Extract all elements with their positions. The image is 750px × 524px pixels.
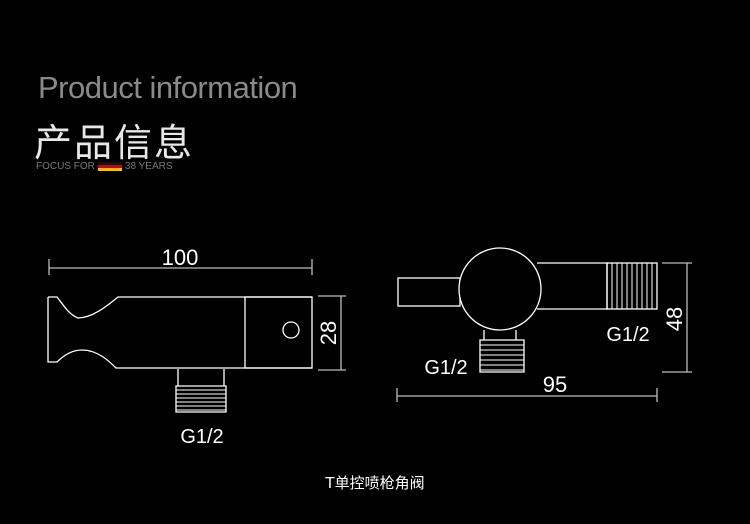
- holder-body-outline: [47, 296, 312, 369]
- right-thread-lines: [611, 263, 653, 309]
- left-height-label: 28: [316, 321, 341, 345]
- product-caption: T单控喷枪角阀: [325, 474, 425, 492]
- right-thread-bottom-label: G1/2: [424, 357, 467, 379]
- holder-hole: [282, 321, 300, 339]
- left-connector: [175, 369, 227, 413]
- right-height-label: 48: [662, 307, 687, 331]
- right-view: [396, 247, 692, 402]
- left-thread-label: G1/2: [180, 426, 223, 448]
- left-view: [47, 259, 346, 413]
- valve-body-circle: [458, 247, 542, 331]
- tagline-right-text: 38 YEARS: [124, 161, 173, 172]
- tagline-left-text: FOCUS FOR: [36, 161, 95, 172]
- left-width-dimension: [48, 259, 313, 275]
- left-thread-lines: [176, 389, 226, 411]
- handle-lever: [397, 277, 461, 307]
- right-thread-right-label: G1/2: [606, 324, 649, 346]
- left-width-label: 100: [162, 245, 199, 270]
- tagline: FOCUS FOR 38 YEARS: [36, 161, 173, 172]
- left-height-dimension: [318, 295, 346, 371]
- german-flag-icon: [97, 162, 122, 171]
- holder-block: [244, 296, 313, 369]
- outlet-pipe: [537, 262, 608, 310]
- title-english: Product information: [38, 70, 298, 105]
- title-chinese: 产品信息: [34, 121, 195, 165]
- right-width-label: 95: [543, 372, 567, 397]
- right-width-dimension: [396, 388, 658, 402]
- right-connector: [479, 330, 525, 373]
- right-height-dimension: [662, 262, 692, 373]
- bottom-thread-lines: [480, 344, 524, 371]
